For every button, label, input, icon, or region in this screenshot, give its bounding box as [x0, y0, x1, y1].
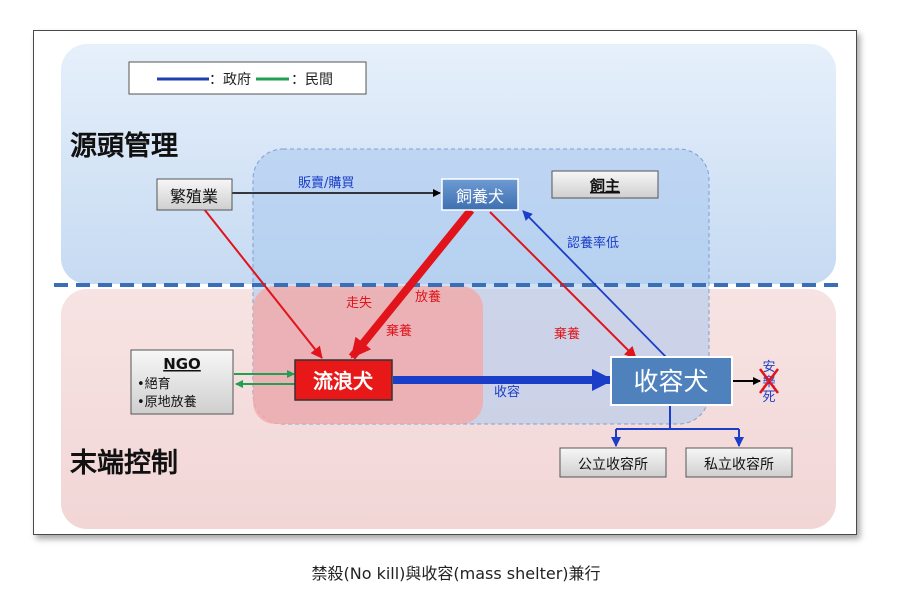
breeder-to-stray-arrow	[203, 208, 323, 359]
pet-to-shelter-arrow	[489, 211, 637, 359]
private-shelter-label: 私立收容所	[704, 456, 774, 473]
stray-dog-label: 流浪犬	[313, 369, 374, 393]
label-capture: 收容	[494, 384, 520, 400]
ngo-item-1: •絕育	[137, 376, 171, 392]
legend-box	[128, 61, 367, 95]
euthanasia-outcome: 安 樂 死	[759, 360, 779, 405]
ngo-node: NGO •絕育 •原地放養	[130, 349, 234, 415]
pet-dog-node: 飼養犬	[441, 178, 519, 211]
breeder-label: 繁殖業	[170, 187, 218, 206]
pet-dog-label: 飼養犬	[456, 187, 504, 206]
figure-caption: 禁殺(No kill)與收容(mass shelter)兼行	[311, 564, 601, 583]
outcome-char-1: 安	[762, 360, 775, 375]
stray-dog-node: 流浪犬	[294, 359, 393, 401]
legend-civ-label: ：民間	[291, 72, 333, 88]
shelter-dog-node: 收容犬	[610, 356, 733, 406]
cross-mark-icon	[759, 368, 779, 394]
label-lost: 走失	[346, 296, 372, 311]
label-release: 放養	[415, 289, 441, 305]
label-abandon-2: 棄養	[554, 326, 580, 342]
owner-node: 飼主	[551, 170, 659, 199]
section-title-end: 末端控制	[70, 448, 178, 479]
label-adopt-low: 認養率低	[567, 235, 619, 251]
section-title-source: 源頭管理	[70, 131, 178, 162]
diagram-frame: ：政府 ：民間 源頭管理 末端控制 販賣/購買 走失 放養 棄養 棄養 認養率低…	[33, 30, 857, 535]
diagram-canvas: ：政府 ：民間 源頭管理 末端控制 販賣/購買 走失 放養 棄養 棄養 認養率低…	[54, 44, 844, 529]
legend-gov-label: ：政府	[209, 72, 251, 88]
public-shelter-label: 公立收容所	[578, 456, 648, 473]
breeder-node: 繁殖業	[156, 178, 233, 211]
shelter-dog-label: 收容犬	[633, 367, 708, 396]
outcome-char-3: 死	[762, 390, 775, 405]
ngo-item-2: •原地放養	[137, 394, 197, 410]
public-shelter-node: 公立收容所	[559, 447, 667, 478]
adoption-arrow	[522, 210, 667, 358]
private-shelter-node: 私立收容所	[685, 447, 793, 478]
owner-label: 飼主	[589, 177, 620, 195]
ngo-title: NGO	[163, 355, 201, 373]
pet-to-stray-arrow	[348, 207, 475, 360]
label-trade: 販賣/購買	[298, 176, 354, 191]
label-abandon-1: 棄養	[386, 323, 412, 339]
